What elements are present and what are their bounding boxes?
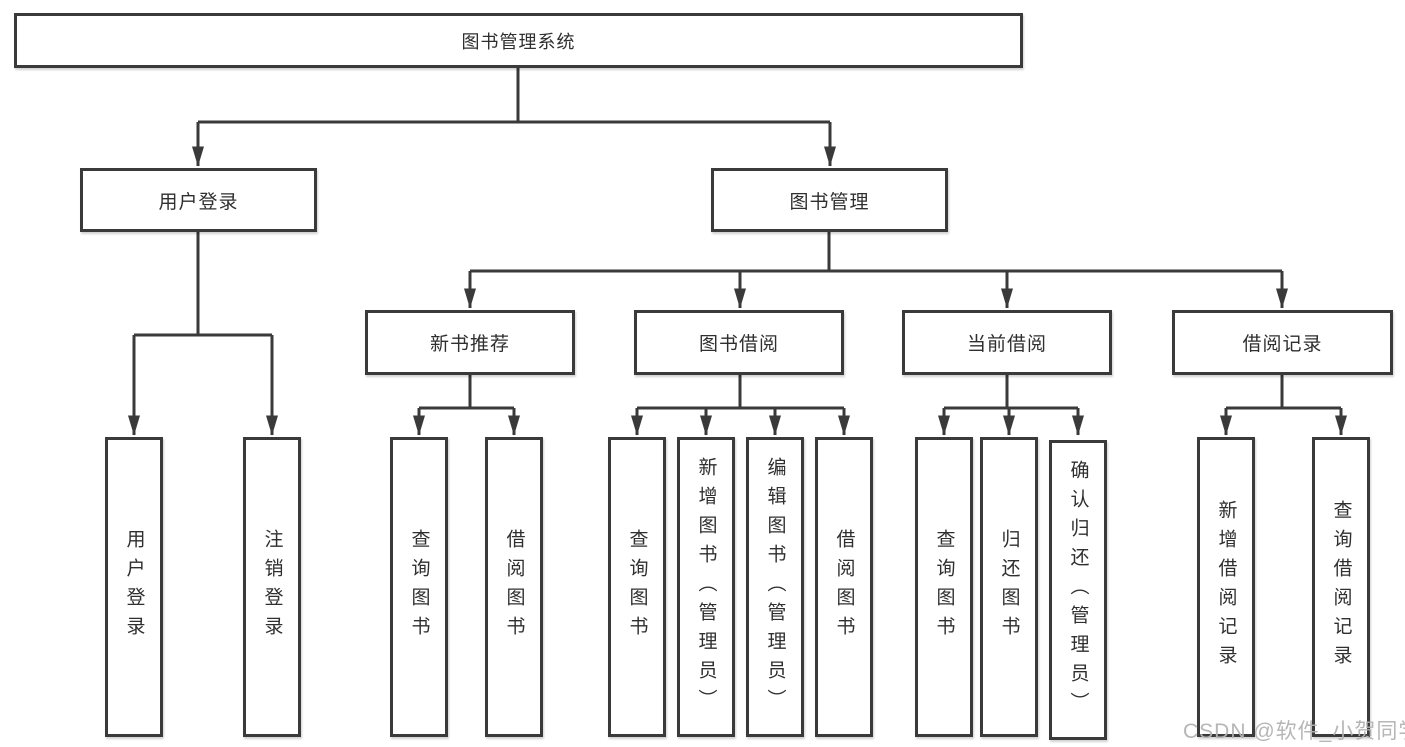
node-book-management: 图书管理 <box>711 168 948 232</box>
csdn-watermark: CSDN @软件_小贺同学 <box>1183 720 1405 743</box>
leaf-label: 编辑图书（管理员） <box>764 456 786 718</box>
leaf-label: 查询借阅记录 <box>1330 500 1352 674</box>
leaf-user-login: 用户登录 <box>105 437 163 737</box>
node-borrowing-records: 借阅记录 <box>1172 310 1393 375</box>
leaf-label: 查询图书 <box>933 529 955 645</box>
leaf-logout: 注销登录 <box>243 437 301 737</box>
leaf-label: 注销登录 <box>261 529 283 645</box>
leaf-label: 新增借阅记录 <box>1215 500 1237 674</box>
leaf-query-borrow-record: 查询借阅记录 <box>1312 437 1370 737</box>
node-system-root: 图书管理系统 <box>14 13 1023 68</box>
leaf-label: 新增图书（管理员） <box>695 456 717 718</box>
leaf-query-books-borrowing: 查询图书 <box>608 437 666 737</box>
leaf-label: 借阅图书 <box>503 529 525 645</box>
leaf-label: 借阅图书 <box>833 529 855 645</box>
leaf-add-books-admin: 新增图书（管理员） <box>677 437 735 737</box>
node-current-borrowing: 当前借阅 <box>902 310 1112 375</box>
leaf-query-books-recommend: 查询图书 <box>390 437 448 737</box>
leaf-label: 用户登录 <box>123 529 145 645</box>
leaf-label: 查询图书 <box>626 529 648 645</box>
leaf-add-borrow-record: 新增借阅记录 <box>1197 437 1255 737</box>
leaf-confirm-return-admin: 确认归还（管理员） <box>1049 440 1107 740</box>
leaf-borrow-books-borrowing: 借阅图书 <box>815 437 873 737</box>
node-book-borrowing: 图书借阅 <box>634 310 844 375</box>
node-new-book-recommendation: 新书推荐 <box>365 310 575 375</box>
leaf-return-books: 归还图书 <box>980 437 1038 737</box>
node-user-login: 用户登录 <box>80 168 317 232</box>
leaf-borrow-books-recommend: 借阅图书 <box>485 437 543 737</box>
leaf-label: 确认归还（管理员） <box>1067 459 1089 721</box>
leaf-label: 查询图书 <box>408 529 430 645</box>
leaf-query-books-current: 查询图书 <box>915 437 973 737</box>
leaf-label: 归还图书 <box>998 529 1020 645</box>
leaf-edit-books-admin: 编辑图书（管理员） <box>746 437 804 737</box>
